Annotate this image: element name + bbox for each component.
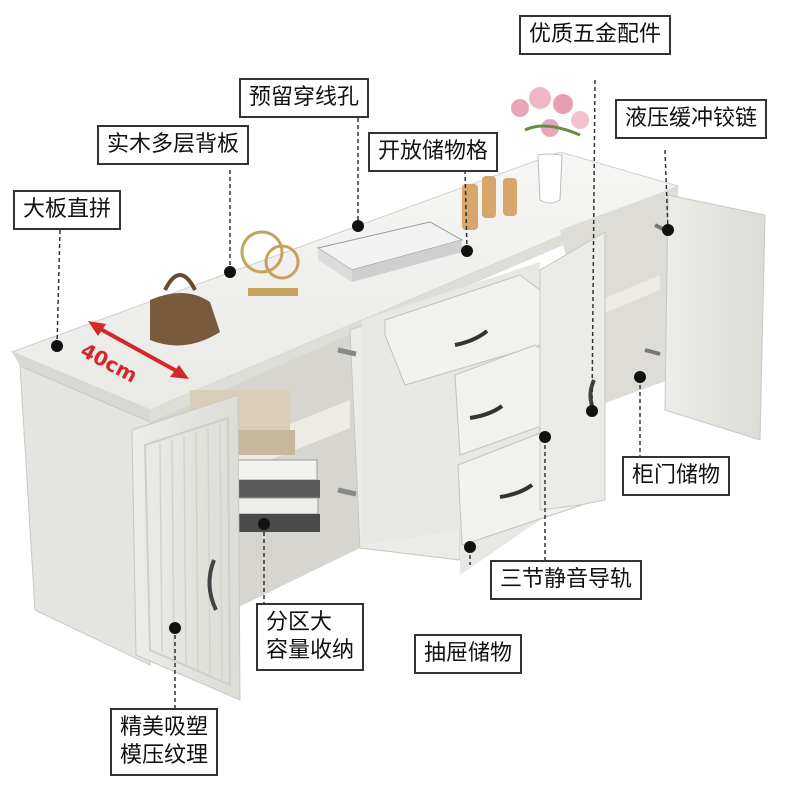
drawer-top-handle xyxy=(454,329,489,347)
handbag-icon xyxy=(150,273,220,346)
partition-storage-line2: 容量收纳 xyxy=(266,638,355,663)
solid-wood-back-label: 实木多层背板 xyxy=(97,125,250,165)
flower-vase-icon xyxy=(511,87,589,204)
router-icon xyxy=(316,221,464,282)
molded-texture-line1: 精美吸塑 xyxy=(120,715,209,740)
cabinet-left-side xyxy=(19,365,151,666)
partition-storage-line1: 分区大 xyxy=(266,610,333,635)
left-door-handle xyxy=(207,559,218,611)
open-storage-label: 开放储物格 xyxy=(368,132,499,172)
silent-rail-label: 三节静音导轨 xyxy=(490,560,643,600)
hydraulic-hinge-label: 液压缓冲铰链 xyxy=(615,99,768,139)
cabinet-top-edge xyxy=(12,352,150,422)
right-door xyxy=(664,194,766,441)
drawer-storage-label: 抽屉储物 xyxy=(414,634,523,674)
wire-hole-label: 预留穿线孔 xyxy=(239,78,370,118)
large-board-label: 大板直拼 xyxy=(13,190,122,230)
molded-texture-line2: 模压纹理 xyxy=(120,743,209,768)
depth-arrow-icon xyxy=(88,321,189,379)
partition-storage-label: 分区大 容量收纳 xyxy=(256,603,365,671)
premium-hardware-label: 优质五金配件 xyxy=(519,15,672,55)
drawer-middle-handle xyxy=(469,404,504,420)
right-middle-door xyxy=(539,231,606,511)
marker-dots xyxy=(51,220,674,634)
candle-holder-icon xyxy=(462,176,517,230)
molded-texture-label: 精美吸塑 模压纹理 xyxy=(110,708,219,776)
left-door xyxy=(131,394,241,701)
ring-sculpture-icon xyxy=(240,230,300,296)
drawer-bottom-handle xyxy=(499,483,534,499)
cabinet-door-storage-label: 柜门储物 xyxy=(622,456,731,496)
